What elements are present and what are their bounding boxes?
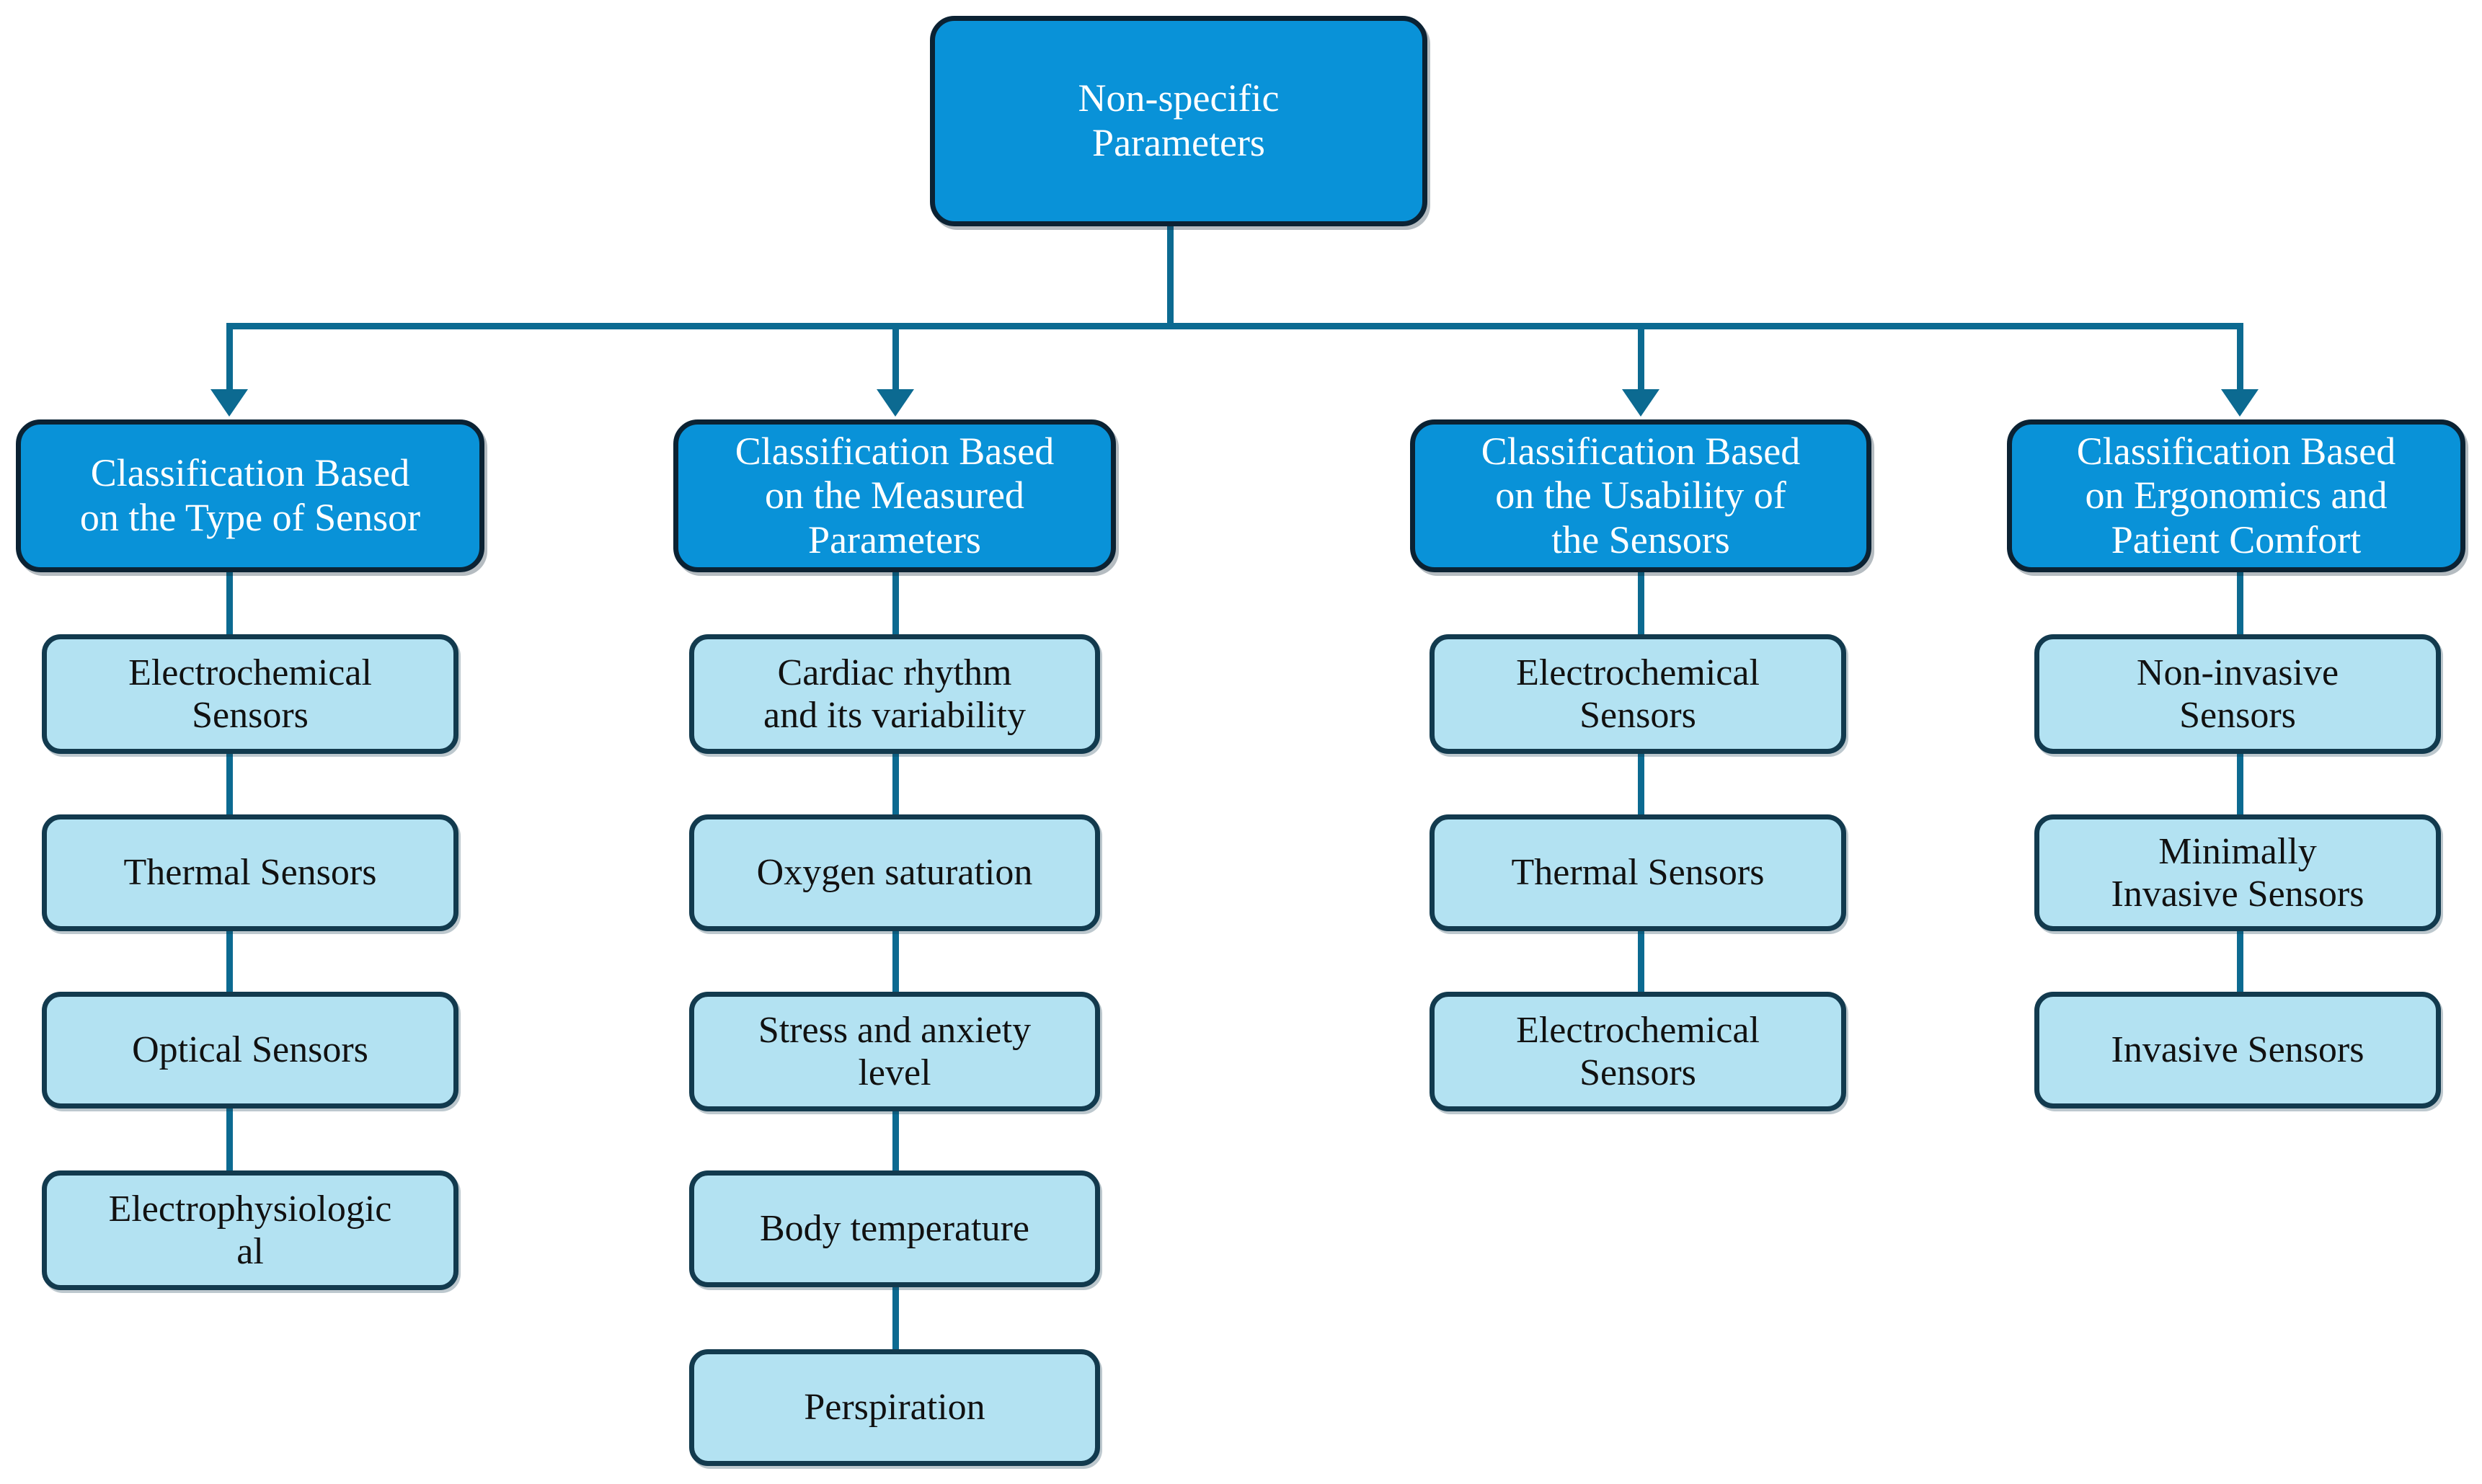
connector-branch-drop-1 <box>226 323 233 394</box>
leaf-node-c1-0[interactable]: Electrochemical Sensors <box>42 634 458 754</box>
connector-c3-link-0 <box>1638 569 1644 641</box>
leaf-node-c4-0[interactable]: Non-invasive Sensors <box>2034 634 2441 754</box>
leaf-node-label: Electrochemical Sensors <box>1516 652 1760 736</box>
leaf-node-label: Electrochemical Sensors <box>1516 1009 1760 1093</box>
branch-node-measured-parameters[interactable]: Classification Based on the Measured Par… <box>673 419 1116 572</box>
leaf-node-c3-1[interactable]: Thermal Sensors <box>1430 814 1846 931</box>
connector-c4-link-1 <box>2237 750 2243 822</box>
branch-node-type-of-sensor[interactable]: Classification Based on the Type of Sens… <box>16 419 484 572</box>
leaf-node-label: Body temperature <box>760 1208 1029 1250</box>
leaf-node-label: Thermal Sensors <box>1511 852 1765 894</box>
branch-node-label: Classification Based on the Measured Par… <box>735 429 1055 561</box>
connector-c1-link-3 <box>226 1106 233 1178</box>
connector-branch-drop-3 <box>1638 323 1644 394</box>
branch-node-label: Classification Based on the Type of Sens… <box>79 451 421 539</box>
leaf-node-c1-2[interactable]: Optical Sensors <box>42 992 458 1108</box>
leaf-node-c4-1[interactable]: Minimally Invasive Sensors <box>2034 814 2441 931</box>
leaf-node-label: Minimally Invasive Sensors <box>2111 830 2364 915</box>
connector-c1-link-2 <box>226 928 233 1000</box>
leaf-node-c1-3[interactable]: Electrophysiologic al <box>42 1170 458 1290</box>
leaf-node-label: Stress and anxiety level <box>758 1009 1032 1093</box>
branch-node-ergonomics-patient-comfort[interactable]: Classification Based on Ergonomics and P… <box>2007 419 2465 572</box>
leaf-node-label: Perspiration <box>804 1387 985 1429</box>
connector-c3-link-2 <box>1638 928 1644 1000</box>
connector-c3-link-1 <box>1638 750 1644 822</box>
connector-c2-link-3 <box>892 1106 899 1178</box>
connector-branch-drop-2 <box>892 323 899 394</box>
leaf-node-c3-0[interactable]: Electrochemical Sensors <box>1430 634 1846 754</box>
connector-branch-drop-4 <box>2237 323 2243 394</box>
leaf-node-label: Invasive Sensors <box>2111 1029 2364 1071</box>
leaf-node-c2-0[interactable]: Cardiac rhythm and its variability <box>689 634 1100 754</box>
connector-c4-link-2 <box>2237 928 2243 1000</box>
connector-horizontal-bus <box>226 323 2243 329</box>
arrowhead-branch-4 <box>2221 389 2259 417</box>
connector-c2-link-2 <box>892 928 899 1000</box>
connector-c2-link-4 <box>892 1284 899 1356</box>
connector-c2-link-0 <box>892 569 899 641</box>
connector-c2-link-1 <box>892 750 899 822</box>
branch-node-label: Classification Based on Ergonomics and P… <box>2076 429 2396 561</box>
leaf-node-label: Oxygen saturation <box>756 852 1033 894</box>
branch-node-usability-of-sensors[interactable]: Classification Based on the Usability of… <box>1410 419 1871 572</box>
leaf-node-c2-2[interactable]: Stress and anxiety level <box>689 992 1100 1111</box>
leaf-node-label: Electrophysiologic al <box>108 1188 392 1272</box>
connector-c1-link-0 <box>226 569 233 641</box>
leaf-node-c2-3[interactable]: Body temperature <box>689 1170 1100 1287</box>
leaf-node-c3-2[interactable]: Electrochemical Sensors <box>1430 992 1846 1111</box>
leaf-node-c2-1[interactable]: Oxygen saturation <box>689 814 1100 931</box>
leaf-node-c2-4[interactable]: Perspiration <box>689 1349 1100 1466</box>
root-node-non-specific-parameters[interactable]: Non-specific Parameters <box>930 16 1427 226</box>
arrowhead-branch-3 <box>1622 389 1659 417</box>
branch-node-label: Classification Based on the Usability of… <box>1481 429 1801 561</box>
leaf-node-label: Thermal Sensors <box>123 852 377 894</box>
connector-c1-link-1 <box>226 750 233 822</box>
leaf-node-label: Optical Sensors <box>132 1029 368 1071</box>
leaf-node-label: Cardiac rhythm and its variability <box>763 652 1026 736</box>
connector-c4-link-0 <box>2237 569 2243 641</box>
arrowhead-branch-1 <box>210 389 248 417</box>
leaf-node-label: Non-invasive Sensors <box>2136 652 2339 736</box>
connector-root-stem <box>1167 223 1174 329</box>
leaf-node-label: Electrochemical Sensors <box>128 652 372 736</box>
root-node-label: Non-specific Parameters <box>1078 76 1280 164</box>
leaf-node-c1-1[interactable]: Thermal Sensors <box>42 814 458 931</box>
arrowhead-branch-2 <box>877 389 914 417</box>
leaf-node-c4-2[interactable]: Invasive Sensors <box>2034 992 2441 1108</box>
